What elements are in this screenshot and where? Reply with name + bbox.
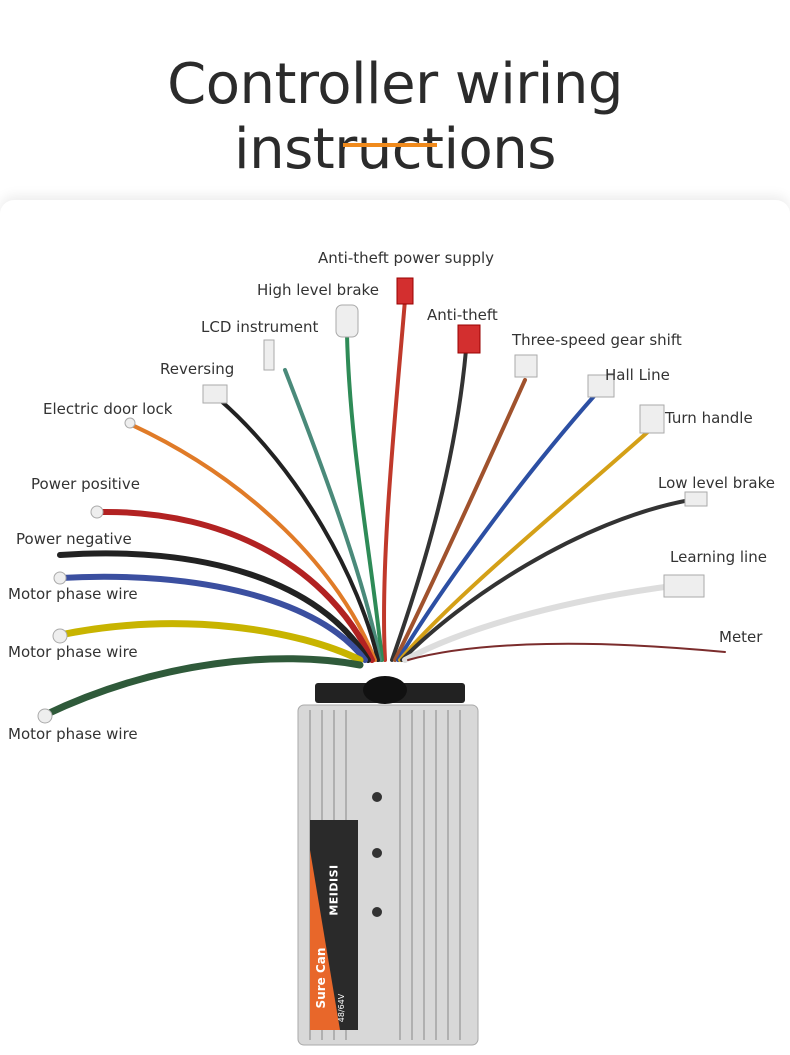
- label-learning: Learning line: [670, 548, 767, 566]
- wire-turn: [398, 428, 652, 662]
- label-high-brake: High level brake: [257, 281, 379, 299]
- label-meter: Meter: [719, 628, 763, 646]
- wire-power-positive: [97, 508, 375, 663]
- controller-brand: MEIDISI: [327, 864, 341, 916]
- terminal-motor-yellow: [52, 628, 68, 644]
- connector-high-brake: [335, 304, 359, 338]
- label-reversing: Reversing: [160, 360, 235, 378]
- wire-motor-green: [41, 655, 364, 719]
- connectors: [37, 277, 708, 724]
- wire-motor-yellow: [56, 620, 364, 664]
- label-anti-theft: Anti-theft: [427, 306, 498, 324]
- page-title: Controller wiring instructions: [167, 52, 623, 182]
- label-motor-phase-2: Motor phase wire: [8, 643, 138, 661]
- wire-anti-theft: [390, 348, 468, 662]
- terminal-door-lock: [124, 417, 136, 429]
- label-low-brake: Low level brake: [658, 474, 776, 492]
- wire-low-brake: [400, 498, 692, 662]
- controller-voltage: 48/64V: [337, 993, 346, 1023]
- connector-lcd: [263, 339, 275, 371]
- connector-turn: [639, 404, 665, 434]
- terminal-motor-green: [37, 708, 53, 724]
- label-door-lock: Electric door lock: [43, 400, 173, 418]
- wire-anti-theft-power: [382, 298, 407, 662]
- wire-reversing: [218, 398, 380, 662]
- wire-motor-blue: [57, 573, 368, 663]
- label-motor-phase-1: Motor phase wire: [8, 585, 138, 603]
- label-hall: Hall Line: [605, 366, 670, 384]
- connector-anti-theft: [457, 324, 481, 354]
- connector-hall: [587, 374, 615, 398]
- wire-power-negative: [57, 550, 371, 663]
- connector-reversing: [202, 384, 228, 404]
- connector-learning: [663, 574, 705, 598]
- label-lcd: LCD instrument: [201, 318, 319, 336]
- label-power-negative: Power negative: [16, 530, 132, 548]
- wire-lcd: [283, 368, 382, 662]
- wire-door-lock: [130, 423, 377, 662]
- label-power-positive: Power positive: [31, 475, 140, 493]
- title-underline: [343, 143, 437, 147]
- connector-anti-theft-power: [396, 277, 414, 305]
- controller-model: Sure Can: [314, 947, 328, 1009]
- terminal-motor: [53, 571, 67, 585]
- wire-meter: [407, 642, 726, 661]
- controller-box: [297, 676, 479, 1046]
- label-turn: Turn handle: [665, 409, 753, 427]
- label-anti-theft-power: Anti-theft power supply: [318, 249, 495, 267]
- wire-hall: [396, 393, 597, 662]
- label-three-speed: Three-speed gear shift: [512, 331, 682, 349]
- wire-learning: [402, 582, 683, 663]
- connector-low-brake: [684, 491, 708, 507]
- terminal-power-positive: [90, 505, 104, 519]
- wire-three-speed: [393, 378, 527, 662]
- connector-three-speed: [514, 354, 538, 378]
- wire-high-brake: [345, 333, 384, 662]
- label-motor-phase-3: Motor phase wire: [8, 725, 138, 743]
